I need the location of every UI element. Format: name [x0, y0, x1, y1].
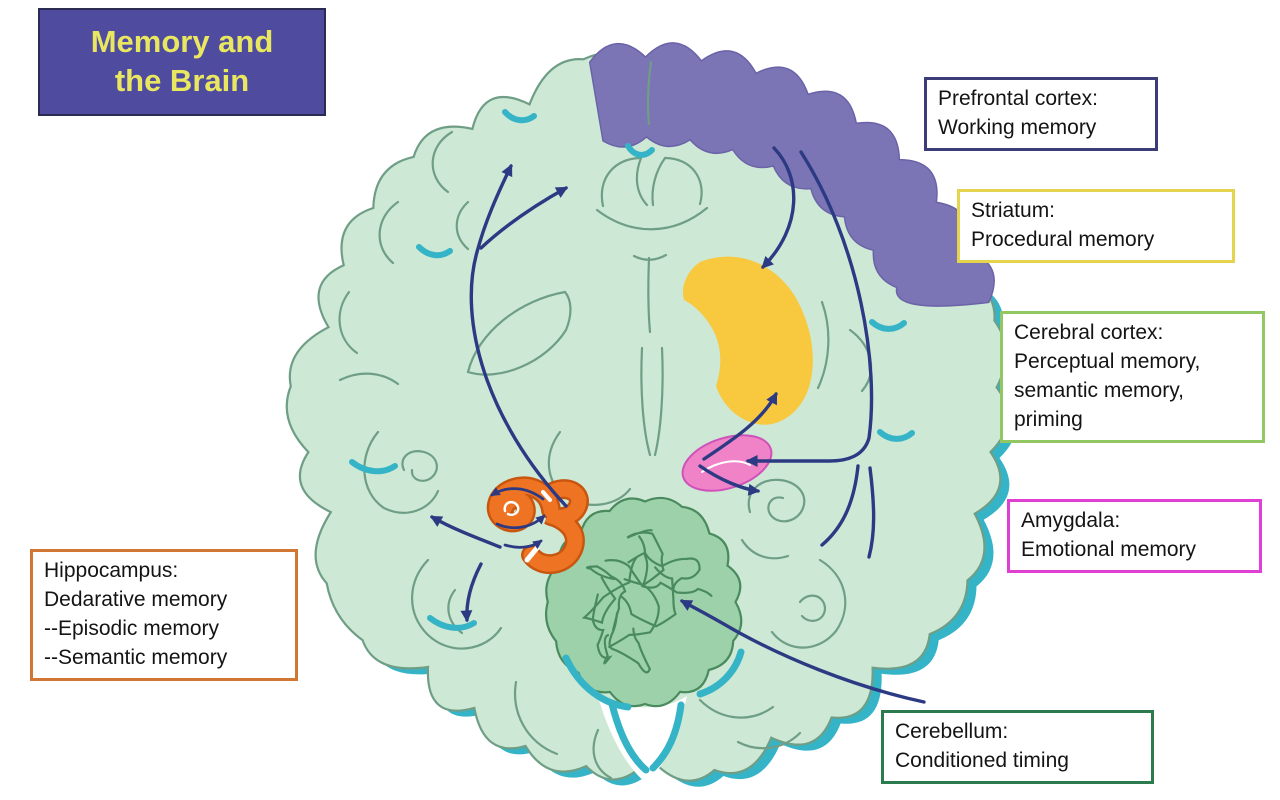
- text-line: Memory and: [90, 24, 274, 60]
- callout-prefrontal-cortex: Prefrontal cortex: Working memory: [924, 77, 1158, 151]
- sulci-teal-accents: [349, 109, 915, 631]
- text-line: --Episodic memory: [44, 616, 220, 640]
- occipital-notch: [596, 690, 687, 784]
- text-line: Prefrontal cortex:: [938, 87, 1098, 110]
- text-line: Cerebellum:: [895, 720, 1009, 743]
- text-line: semantic memory,: [1014, 378, 1184, 402]
- text-line: Emotional memory: [1021, 537, 1197, 561]
- callout-cerebral-cortex: Cerebral cortex: Perceptual memory, semant…: [1000, 311, 1265, 443]
- amygdala-region: [681, 434, 773, 492]
- callout-amygdala: Amygdala: Emotional memory: [1007, 499, 1262, 573]
- text-line: Amygdala:: [1021, 509, 1121, 532]
- text-line: priming: [1014, 407, 1083, 431]
- callout-cerebellum: Cerebellum: Conditioned timing: [881, 710, 1154, 784]
- striatum-region: [682, 256, 813, 425]
- text-line: Cerebral cortex:: [1014, 321, 1164, 344]
- brain-fold-lines: [338, 60, 872, 780]
- text-line: Conditioned timing: [895, 748, 1069, 772]
- text-line: the Brain: [114, 63, 250, 98]
- text-line: Perceptual memory,: [1014, 349, 1201, 373]
- pathway-arrows: [429, 146, 926, 704]
- text-line: Hippocampus:: [44, 559, 179, 582]
- text-line: Working memory: [938, 115, 1097, 139]
- text-line: Procedural memory: [971, 227, 1155, 251]
- text-line: Dedarative memory: [44, 587, 228, 611]
- callout-hippocampus: Hippocampus: Dedarative memory --Episodic …: [30, 549, 298, 681]
- hippocampus-region: [486, 476, 589, 575]
- text-line: Striatum:: [971, 199, 1056, 222]
- callout-striatum: Striatum: Procedural memory: [957, 189, 1235, 263]
- cerebellum-teal-rims: [562, 648, 745, 774]
- text-line: --Semantic memory: [44, 645, 228, 669]
